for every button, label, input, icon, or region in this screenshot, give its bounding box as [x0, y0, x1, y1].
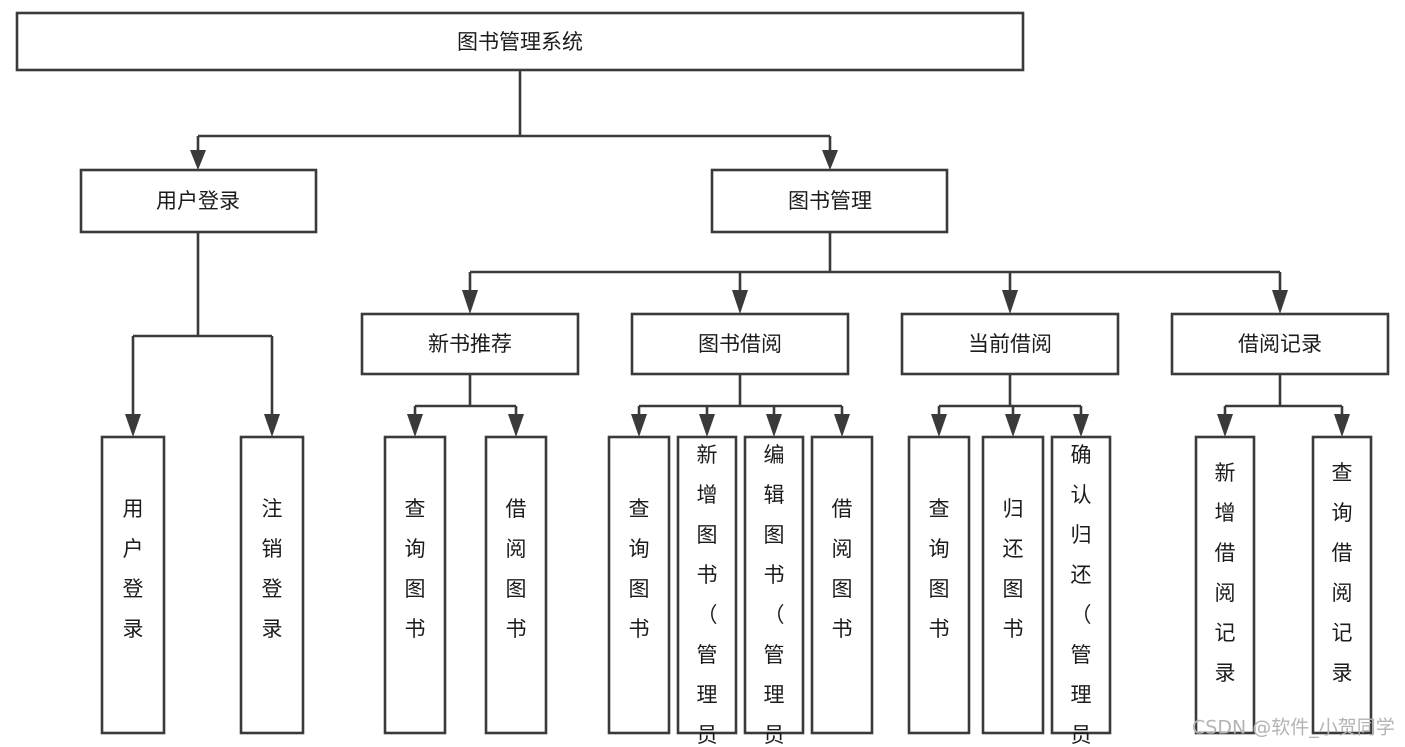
- leaf-node-query-book-2[interactable]: 查询图书: [607, 435, 671, 735]
- node-user-login[interactable]: 用户登录: [79, 168, 318, 234]
- leaf-node-borrow-book-1-box[interactable]: [484, 435, 548, 735]
- connector-group-borrow-record-to-leaves: [1217, 374, 1350, 437]
- node-root-box[interactable]: [15, 11, 1025, 72]
- arrow-head-leaf-user-login: [125, 414, 141, 437]
- arrow-head-book-manage: [822, 150, 838, 170]
- leaf-node-add-record-box[interactable]: [1194, 435, 1256, 735]
- connector-group-root-to-level2: [190, 70, 838, 170]
- leaf-node-edit-book-label: 编辑图书（管理员）: [764, 443, 785, 747]
- arrow-head-leaf-borrow-book-1: [508, 414, 524, 437]
- arrow-head-borrow-record: [1272, 290, 1288, 314]
- connector-group-book-manage-to-level3: [462, 232, 1288, 314]
- leaf-node-query-book-3-box[interactable]: [907, 435, 971, 735]
- leaf-node-add-book-box[interactable]: [676, 435, 738, 735]
- arrow-head-leaf-return-book: [1005, 414, 1021, 437]
- leaf-node-user-logout-label: 注销登录: [262, 497, 283, 641]
- leaf-node-query-book-3-label: 查询图书: [929, 497, 950, 641]
- connector-group-new-book-rec-to-leaves: [407, 374, 524, 437]
- node-book-manage[interactable]: 图书管理: [710, 168, 949, 234]
- leaf-node-edit-book[interactable]: 编辑图书（管理员）: [743, 435, 805, 747]
- node-user-login-box[interactable]: [79, 168, 318, 234]
- leaf-node-add-record-label: 新增借阅记录: [1215, 461, 1236, 685]
- leaf-node-return-book-label: 归还图书: [1003, 497, 1024, 641]
- connector-group-current-borrow-to-leaves: [931, 374, 1089, 437]
- arrow-head-new-book-rec: [462, 290, 478, 314]
- arrow-head-leaf-add-record: [1217, 414, 1233, 437]
- node-book-borrow[interactable]: 图书借阅: [630, 312, 850, 376]
- node-user-login-label: 用户登录: [156, 189, 240, 213]
- arrow-head-leaf-edit-book: [766, 414, 782, 437]
- node-borrow-record-label: 借阅记录: [1238, 332, 1322, 356]
- arrow-head-user-login: [190, 150, 206, 170]
- leaf-node-user-login[interactable]: 用户登录: [100, 435, 166, 735]
- node-book-manage-box[interactable]: [710, 168, 949, 234]
- node-book-borrow-label: 图书借阅: [698, 332, 782, 356]
- arrow-head-leaf-query-record: [1334, 414, 1350, 437]
- leaf-node-confirm-return[interactable]: 确认归还（管理员）: [1050, 435, 1112, 747]
- leaf-node-borrow-book-2-box[interactable]: [810, 435, 874, 735]
- leaf-node-add-book[interactable]: 新增图书（管理员）: [676, 435, 738, 747]
- node-borrow-record-box[interactable]: [1170, 312, 1390, 376]
- node-current-borrow-box[interactable]: [900, 312, 1120, 376]
- leaf-node-borrow-book-1[interactable]: 借阅图书: [484, 435, 548, 735]
- node-book-manage-label: 图书管理: [788, 189, 872, 213]
- leaf-node-user-login-box[interactable]: [100, 435, 166, 735]
- node-current-borrow[interactable]: 当前借阅: [900, 312, 1120, 376]
- leaf-node-add-book-label: 新增图书（管理员）: [697, 443, 718, 747]
- leaf-node-query-book-3[interactable]: 查询图书: [907, 435, 971, 735]
- arrow-head-leaf-add-book: [699, 414, 715, 437]
- leaf-node-user-logout-box[interactable]: [239, 435, 305, 735]
- leaf-node-query-book-1-label: 查询图书: [405, 497, 426, 641]
- leaf-node-query-book-1[interactable]: 查询图书: [383, 435, 447, 735]
- watermark-label: CSDN @软件_小贺同学: [1192, 717, 1395, 739]
- node-borrow-record[interactable]: 借阅记录: [1170, 312, 1390, 376]
- leaf-node-user-logout[interactable]: 注销登录: [239, 435, 305, 735]
- arrow-head-leaf-query-book-1: [407, 414, 423, 437]
- node-root-label: 图书管理系统: [457, 30, 583, 54]
- node-new-book-rec-label: 新书推荐: [428, 332, 512, 356]
- leaf-node-add-record[interactable]: 新增借阅记录: [1194, 435, 1256, 735]
- node-new-book-rec[interactable]: 新书推荐: [360, 312, 580, 376]
- leaf-node-return-book[interactable]: 归还图书: [981, 435, 1045, 735]
- leaf-node-query-record-label: 查询借阅记录: [1332, 461, 1353, 685]
- arrow-head-book-borrow: [732, 290, 748, 314]
- node-book-borrow-box[interactable]: [630, 312, 850, 376]
- leaf-node-confirm-return-box[interactable]: [1050, 435, 1112, 735]
- arrow-head-leaf-user-logout: [264, 414, 280, 437]
- connector-group-book-borrow-to-leaves: [631, 374, 850, 437]
- arrow-head-leaf-query-book-2: [631, 414, 647, 437]
- arrow-head-leaf-query-book-3: [931, 414, 947, 437]
- leaf-node-query-record-box[interactable]: [1311, 435, 1373, 735]
- leaf-node-return-book-box[interactable]: [981, 435, 1045, 735]
- arrow-head-leaf-confirm-return: [1073, 414, 1089, 437]
- leaf-node-query-book-1-box[interactable]: [383, 435, 447, 735]
- leaf-node-borrow-book-2[interactable]: 借阅图书: [810, 435, 874, 735]
- node-new-book-rec-box[interactable]: [360, 312, 580, 376]
- node-root[interactable]: 图书管理系统: [15, 11, 1025, 72]
- leaf-node-user-login-label: 用户登录: [123, 497, 144, 641]
- leaf-node-query-record[interactable]: 查询借阅记录: [1311, 435, 1373, 735]
- leaf-node-query-book-2-label: 查询图书: [629, 497, 650, 641]
- leaf-node-edit-book-box[interactable]: [743, 435, 805, 735]
- leaf-node-confirm-return-label: 确认归还（管理员）: [1071, 443, 1092, 747]
- leaf-node-query-book-2-box[interactable]: [607, 435, 671, 735]
- leaf-node-borrow-book-1-label: 借阅图书: [506, 497, 527, 641]
- connector-group-user-login-to-leaves: [125, 232, 280, 437]
- leaf-node-borrow-book-2-label: 借阅图书: [832, 497, 853, 641]
- arrow-head-leaf-borrow-book-2: [834, 414, 850, 437]
- arrow-head-current-borrow: [1002, 290, 1018, 314]
- node-current-borrow-label: 当前借阅: [968, 332, 1052, 356]
